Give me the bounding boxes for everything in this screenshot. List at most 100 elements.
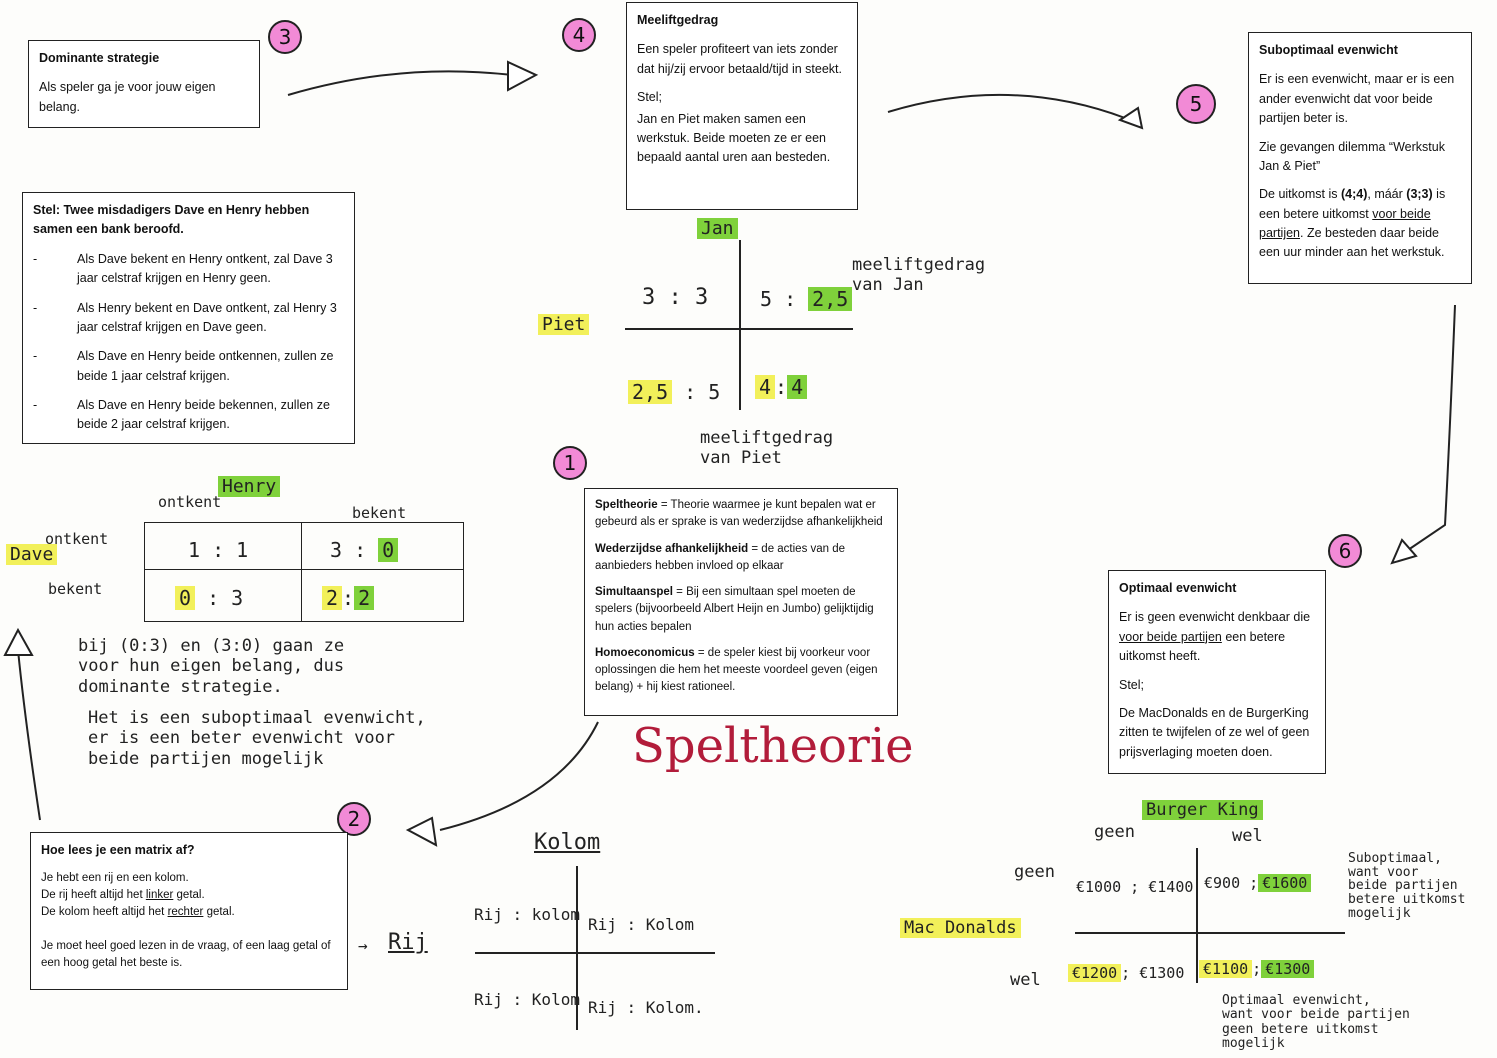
label-rij: Rij xyxy=(388,930,428,955)
note-suboptimaal-bk: Suboptimaal, want voor beide partijen be… xyxy=(1348,851,1466,921)
term: Speltheorie xyxy=(595,499,658,511)
cell-value-highlight: 2,5 xyxy=(808,287,853,311)
label-burger-king: Burger King xyxy=(1142,800,1263,820)
note-suboptimaal: Het is een suboptimaal evenwicht, er is … xyxy=(88,708,426,769)
list-item: Als Dave bekent en Henry ontkent, zal Da… xyxy=(33,250,344,289)
box-heading: Meeliftgedrag xyxy=(637,13,719,27)
cell-value-highlight: €1100 xyxy=(1199,960,1253,978)
jan-cell-11: 3 : 3 xyxy=(642,285,709,310)
term: Simultaanspel xyxy=(595,586,673,598)
list-item: Als Henry bekent en Dave ontkent, zal He… xyxy=(33,299,344,338)
cell-value: : 5 xyxy=(684,380,721,404)
box-dominante-strategie: Dominante strategie Als speler ga je voo… xyxy=(28,40,260,128)
box-suboptimaal-evenwicht: Suboptimaal evenwicht Er is een evenwich… xyxy=(1248,32,1472,284)
bk-matrix-hline xyxy=(1075,932,1345,934)
jan-cell-21: 2,5 : 5 xyxy=(628,380,720,404)
list-item: Als Dave en Henry beide bekennen, zullen… xyxy=(33,396,344,435)
term: Homoeconomicus xyxy=(595,646,695,659)
arrow-2-to-left xyxy=(17,649,41,821)
henry-cell-21: 0 : 3 xyxy=(175,586,243,610)
definition: Wederzijdse afhankelijkheid = de acties … xyxy=(595,541,887,576)
bk-cell-22: €1100;€1300 xyxy=(1199,960,1315,978)
jan-matrix-vline xyxy=(739,240,741,410)
definition: Simultaanspel = Bij een simultaan spel m… xyxy=(595,584,887,636)
box-text: Er is een evenwicht, maar er is een ande… xyxy=(1259,72,1455,126)
md-row-geen: geen xyxy=(1014,862,1055,882)
cell-value-highlight: 0 xyxy=(378,538,399,562)
term: Wederzijdse afhankelijkheid xyxy=(595,542,749,555)
cell-value: : xyxy=(775,375,788,399)
cell-value-highlight: 2 xyxy=(322,586,343,610)
definition-text: = Bij een simultaan spel moeten de spele… xyxy=(595,586,874,633)
definition-text: = Theorie waarmee je kunt bepalen wat er… xyxy=(595,499,883,529)
henry-matrix-grid xyxy=(144,522,464,622)
cell-value-highlight: €1300 xyxy=(1261,960,1315,978)
text-run-underline: voor beide partijen xyxy=(1119,629,1222,644)
step-circle-2: 2 xyxy=(337,802,371,836)
kolom-cell-22: Rij : Kolom. xyxy=(588,998,704,1017)
cell-value: €900 ; xyxy=(1204,874,1259,892)
dave-row-bekent: bekent xyxy=(48,580,103,598)
box-text: Stel; xyxy=(637,90,663,105)
text-run-underline: voor beide partijen xyxy=(1259,206,1431,240)
cell-value-highlight: 4 xyxy=(755,375,776,399)
definition: Homoeconomicus = de speler kiest bij voo… xyxy=(595,645,887,697)
text-run-underline: rechter xyxy=(167,906,204,919)
cell-value-highlight: 0 xyxy=(175,586,196,610)
box-text: Er is geen evenwicht denkbaar die voor b… xyxy=(1119,608,1315,666)
cell-value: ; xyxy=(1252,960,1262,978)
henry-cell-11: 1 : 1 xyxy=(188,538,249,562)
dave-row-ontkent: ontkent xyxy=(45,530,109,548)
kolom-cell-11: Rij : kolom xyxy=(474,905,580,924)
note-dominante-strategie: bij (0:3) en (3:0) gaan ze voor hun eige… xyxy=(78,636,345,697)
text-run: De kolom heeft altijd het xyxy=(41,906,168,919)
bk-cell-21: €1200; €1300 xyxy=(1068,964,1184,982)
cell-value-highlight: 4 xyxy=(787,375,808,399)
list-item: Als Dave en Henry beide ontkennen, zulle… xyxy=(33,347,344,386)
text-run: . Ze besteden daar beide een uur minder … xyxy=(1259,226,1445,260)
bk-cell-11: €1000 ; €1400 xyxy=(1076,878,1194,896)
label-kolom: Kolom xyxy=(534,830,601,855)
label-jan: Jan xyxy=(697,218,738,239)
cell-value: : 3 xyxy=(207,586,244,610)
arrow-to-rij-icon: → xyxy=(358,936,368,955)
definition-text: = de acties van de aanbieders hebben inv… xyxy=(595,542,846,572)
step-circle-1: 1 xyxy=(553,446,587,480)
box-text: De MacDonalds en de BurgerKing zitten te… xyxy=(1119,705,1310,759)
text-run: De rij heeft altijd het xyxy=(41,889,146,901)
text-run: een betere uitkomst heeft. xyxy=(1119,629,1286,664)
text-run-bold: (3;3) xyxy=(1406,187,1433,202)
kolom-matrix-vline xyxy=(576,866,578,1030)
box-heading: Stel: Twee misdadigers Dave en Henry heb… xyxy=(33,203,310,237)
bk-col-geen: geen xyxy=(1094,822,1135,842)
text-run: De uitkomst is xyxy=(1259,187,1341,202)
henry-cell-12: 3 : 0 xyxy=(330,538,399,562)
henry-col-ontkent: ontkent xyxy=(158,493,222,511)
jan-matrix-hline xyxy=(625,328,853,330)
box-dave-henry: Stel: Twee misdadigers Dave en Henry heb… xyxy=(22,192,355,444)
statement-list: Als Dave bekent en Henry ontkent, zal Da… xyxy=(33,250,344,435)
label-dave: Dave xyxy=(6,544,58,565)
henry-col-bekent: bekent xyxy=(352,504,407,522)
step-circle-4: 4 xyxy=(562,18,596,52)
note-meeliftgedrag-jan: meeliftgedrag van Jan xyxy=(852,255,986,296)
cell-value: 5 : xyxy=(760,287,797,311)
cell-value: ; €1300 xyxy=(1121,964,1185,982)
cell-value: : xyxy=(342,586,355,610)
box-heading: Suboptimaal evenwicht xyxy=(1259,43,1398,57)
box-matrix-lezen: Hoe lees je een matrix af? Je hebt een r… xyxy=(30,832,348,990)
box-meeliftgedrag: Meeliftgedrag Een speler profiteert van … xyxy=(626,2,858,210)
box-text: Als speler ga je voor jouw eigen belang. xyxy=(39,80,216,114)
grid-hline xyxy=(145,569,463,570)
label-macdonalds: Mac Donalds xyxy=(900,918,1021,938)
box-line: De rij heeft altijd het linker getal. xyxy=(41,887,337,904)
box-text: Een speler profiteert van iets zonder da… xyxy=(637,42,842,76)
page-title: Speltheorie xyxy=(632,718,914,774)
label-henry: Henry xyxy=(218,476,281,497)
step-circle-3: 3 xyxy=(268,20,302,54)
bk-col-wel: wel xyxy=(1232,826,1263,846)
arrow-5-to-6 xyxy=(1407,304,1456,551)
box-heading: Optimaal evenwicht xyxy=(1119,581,1237,595)
box-text: De uitkomst is (4;4), máár (3;3) is een … xyxy=(1259,185,1461,263)
